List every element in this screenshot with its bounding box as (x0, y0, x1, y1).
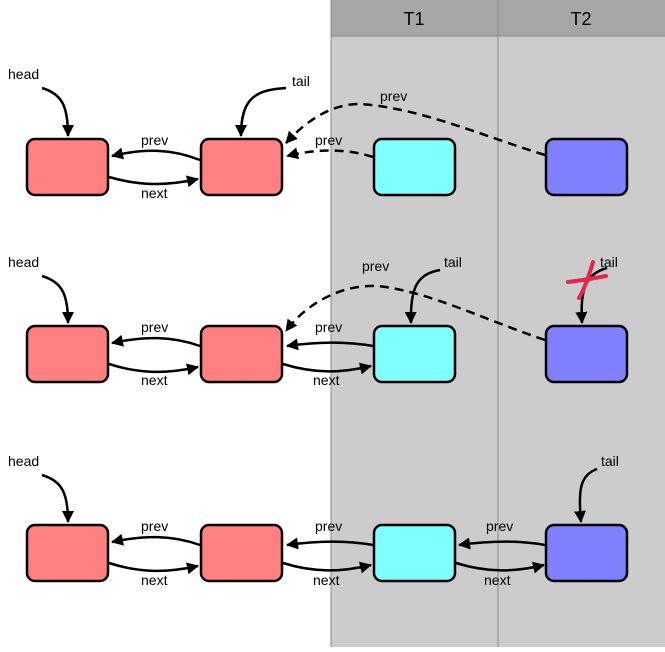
head-pointer-arrow (41, 473, 74, 523)
next-arrow (108, 175, 199, 188)
node-t1 (372, 137, 457, 197)
t1-prev-label: prev (315, 132, 342, 148)
node-t2 (544, 137, 629, 197)
node-2 (199, 523, 284, 583)
node-t2 (544, 523, 629, 583)
t2-prev-dashed-arrow (285, 102, 546, 157)
prev-arrow (111, 533, 201, 547)
t1-header-label: T1 (403, 9, 424, 29)
t1-header (331, 0, 498, 36)
prev-label: prev (141, 319, 168, 335)
t1-prev-arrow (286, 537, 374, 550)
next-arrow (108, 362, 199, 376)
t2-header (498, 0, 665, 36)
t2-prev-arrow (458, 537, 546, 550)
node-2-next-arrow (282, 561, 372, 574)
t2-prev-label: prev (362, 258, 389, 274)
node-2-next-label: next (313, 572, 340, 588)
prev-label: prev (141, 518, 168, 534)
t1-next-arrow (455, 561, 545, 574)
t2-prev-label: prev (486, 518, 513, 534)
prev-label: prev (141, 132, 168, 148)
t2-header-label: T2 (570, 9, 591, 29)
prev-arrow (111, 334, 201, 348)
t1-prev-dashed-arrow (286, 147, 374, 160)
failed-cas-cross-icon (566, 260, 608, 300)
row-1: head tail prev next prev prev (8, 66, 629, 201)
node-head (25, 324, 110, 384)
node-head (25, 523, 110, 583)
node-t1 (372, 324, 457, 384)
head-label: head (8, 66, 39, 82)
head-label: head (8, 453, 39, 469)
t1-prev-label: prev (315, 319, 342, 335)
next-label: next (141, 372, 168, 388)
old-tail-next-label: next (313, 372, 340, 388)
prev-arrow (111, 147, 201, 162)
old-tail-next-arrow (282, 362, 372, 375)
t1-tail-label: tail (444, 254, 462, 270)
t1-prev-arrow (286, 338, 374, 351)
head-label: head (8, 254, 39, 270)
row-2: head tail tail prev next prev next prev (8, 254, 629, 388)
t1-prev-label: prev (315, 518, 342, 534)
node-tail (199, 137, 284, 197)
node-old-tail (199, 324, 284, 384)
t2-prev-dashed-arrow (284, 284, 546, 342)
tail-label: tail (292, 73, 310, 89)
t1-tail-pointer-arrow (404, 268, 441, 324)
row-3: head tail prev next prev next prev next (8, 453, 629, 588)
t1-next-label: next (484, 572, 511, 588)
head-pointer-arrow (41, 274, 74, 324)
head-pointer-arrow (41, 86, 74, 137)
node-head (25, 137, 110, 197)
next-arrow (108, 561, 199, 575)
t2-tail-label: tail (600, 254, 618, 270)
next-label: next (141, 572, 168, 588)
tail-pointer-arrow (574, 467, 598, 523)
node-t1 (372, 523, 457, 583)
tail-label: tail (601, 453, 619, 469)
t2-prev-label: prev (380, 88, 407, 104)
node-t2 (544, 324, 629, 384)
next-label: next (141, 185, 168, 201)
tail-pointer-arrow (235, 86, 287, 137)
